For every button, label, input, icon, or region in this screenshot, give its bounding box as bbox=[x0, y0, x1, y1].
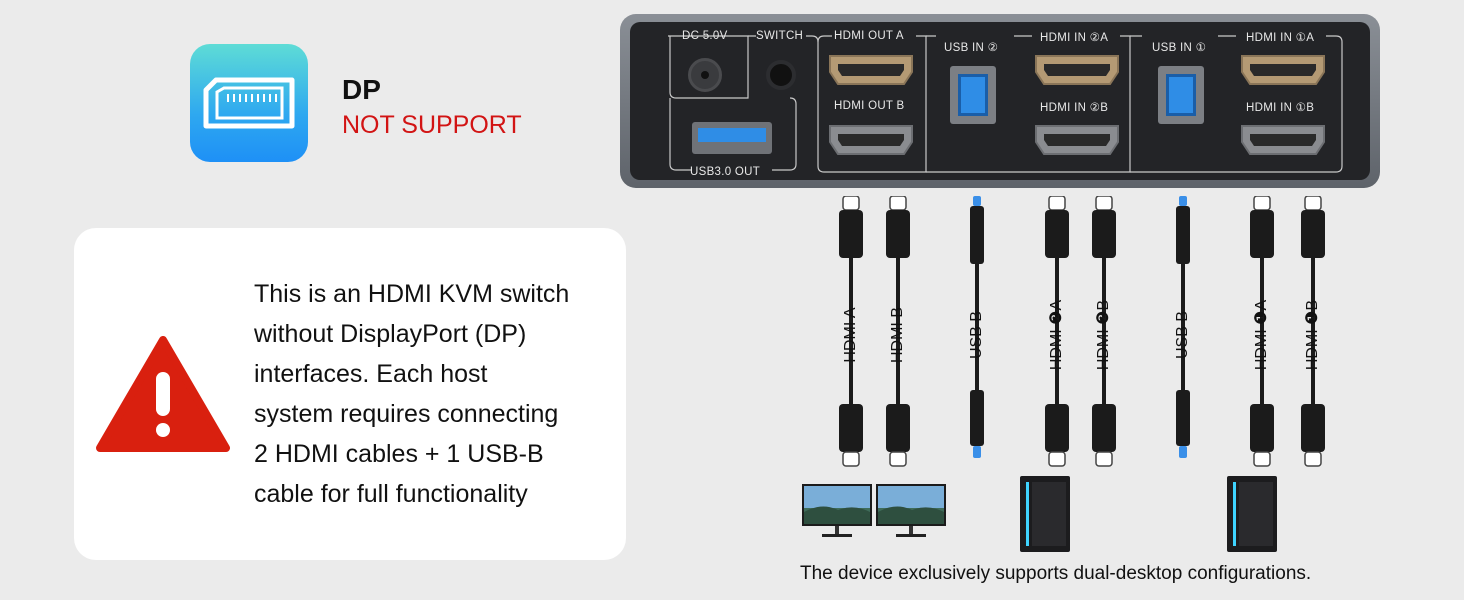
dc-power-port bbox=[688, 58, 722, 92]
monitor-icon bbox=[876, 484, 946, 538]
hdmi-in-1b-label: HDMI IN ①B bbox=[1246, 100, 1314, 114]
hdmi-in-1a-label: HDMI IN ①A bbox=[1246, 30, 1314, 44]
dp-title: DP bbox=[342, 74, 522, 106]
device-panel: DC 5.0V SWITCH HDMI OUT A HDMI OUT B USB… bbox=[630, 22, 1370, 180]
warning-line: system requires connecting bbox=[254, 394, 614, 434]
cable-label: HDMI B bbox=[888, 275, 908, 395]
usb-in-1-label: USB IN ① bbox=[1152, 40, 1206, 54]
hdmi-in-1a-port bbox=[1240, 54, 1326, 86]
monitor-icon bbox=[802, 484, 872, 538]
hdmi-out-b-port bbox=[828, 124, 914, 156]
cable-label: HDMI ❷A bbox=[1047, 275, 1067, 395]
warning-line: without DisplayPort (DP) bbox=[254, 314, 614, 354]
cable-label: USB B bbox=[1173, 275, 1193, 395]
cable-label: HDMI ❷B bbox=[1094, 275, 1114, 395]
cable-label: HDMI A bbox=[841, 275, 861, 395]
switch-jack-port bbox=[766, 60, 796, 90]
pc-tower-icon bbox=[1227, 476, 1277, 552]
kvm-switch-device: DC 5.0V SWITCH HDMI OUT A HDMI OUT B USB… bbox=[620, 14, 1380, 188]
hdmi-in-1b-port bbox=[1240, 124, 1326, 156]
usb-in-2-label: USB IN ② bbox=[944, 40, 998, 54]
hdmi-out-a-label: HDMI OUT A bbox=[834, 30, 904, 42]
hdmi-in-2a-label: HDMI IN ②A bbox=[1040, 30, 1108, 44]
cable-label: HDMI ❶B bbox=[1303, 275, 1323, 395]
hdmi-in-2a-port bbox=[1034, 54, 1120, 86]
usb-b-in-1-port bbox=[1158, 66, 1204, 124]
pc-tower-icon bbox=[1020, 476, 1070, 552]
dp-not-support: NOT SUPPORT bbox=[342, 110, 522, 140]
dc-label: DC 5.0V bbox=[682, 30, 728, 42]
displayport-icon bbox=[190, 44, 308, 162]
dp-label-group: DP NOT SUPPORT bbox=[342, 74, 522, 140]
warning-line: This is an HDMI KVM switch bbox=[254, 274, 614, 314]
warning-line: interfaces. Each host bbox=[254, 354, 614, 394]
warning-text: This is an HDMI KVM switch without Displ… bbox=[254, 274, 614, 514]
warning-card: This is an HDMI KVM switch without Displ… bbox=[74, 228, 626, 560]
switch-label: SWITCH bbox=[756, 30, 803, 42]
cable-label: USB B bbox=[967, 275, 987, 395]
usb-a-out-port bbox=[692, 122, 772, 154]
warning-triangle-icon bbox=[96, 336, 230, 454]
warning-line: cable for full functionality bbox=[254, 474, 614, 514]
hdmi-out-a-port bbox=[828, 54, 914, 86]
warning-line: 2 HDMI cables + 1 USB-B bbox=[254, 434, 614, 474]
usb-b-in-2-port bbox=[950, 66, 996, 124]
hdmi-out-b-label: HDMI OUT B bbox=[834, 100, 905, 112]
usb-out-label: USB3.0 OUT bbox=[690, 166, 760, 178]
footer-note: The device exclusively supports dual-des… bbox=[800, 563, 1311, 585]
hdmi-in-2b-label: HDMI IN ②B bbox=[1040, 100, 1108, 114]
hdmi-in-2b-port bbox=[1034, 124, 1120, 156]
cable-label: HDMI ❶A bbox=[1252, 275, 1272, 395]
